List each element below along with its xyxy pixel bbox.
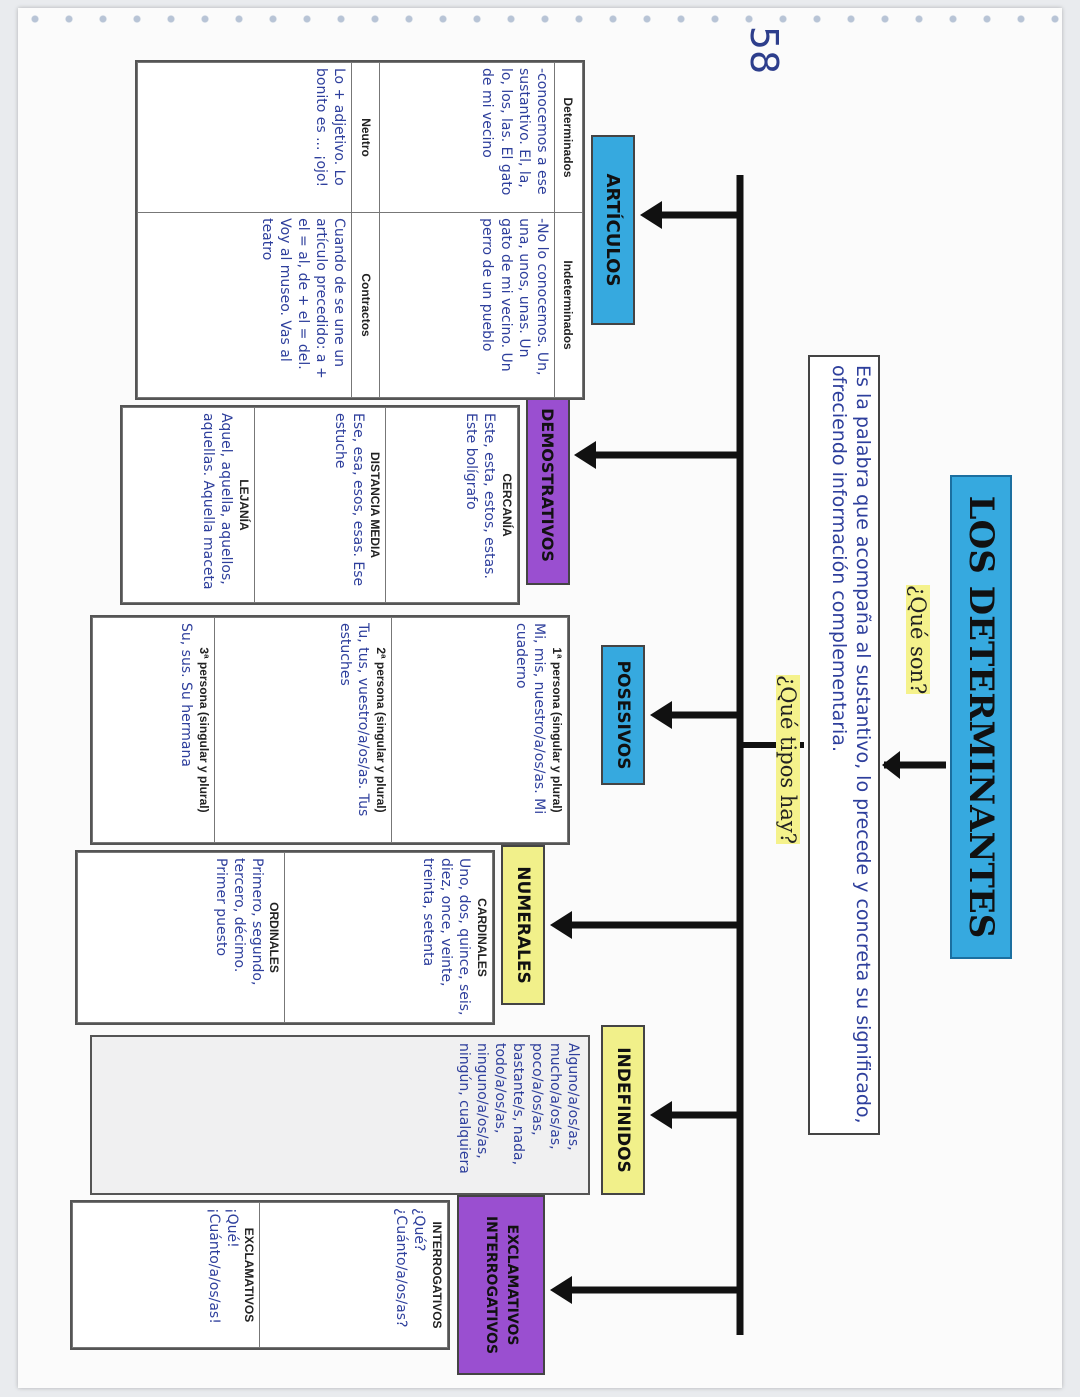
cell-determinados: -conocemos a ese sustantivo. El, la, lo,… xyxy=(379,62,555,213)
arrowhead-demostrativos xyxy=(574,441,596,469)
header-indeterminados: Indeterminados xyxy=(554,212,583,398)
exclamativos-text: ¡Qué! ¡Cuánto/a/os/as! xyxy=(205,1208,240,1324)
distancia-media-title: DISTANCIA MEDIA xyxy=(368,452,383,558)
arrowhead-title xyxy=(882,751,900,779)
interrogativos-text: ¿Qué? ¿Cuánto/a/os/as? xyxy=(393,1208,428,1328)
exclamativos-box: INTERROGATIVOS ¿Qué? ¿Cuánto/a/os/as? EX… xyxy=(70,1200,450,1350)
cercania-title: CERCANÍA xyxy=(500,473,514,537)
header-contractos: Contractos xyxy=(351,212,380,398)
category-numerales: NUMERALES xyxy=(501,845,545,1005)
category-articulos: ARTÍCULOS xyxy=(591,135,635,325)
indefinidos-box: Alguno/a/os/as, mucho/a/os/as, poco/a/os… xyxy=(90,1035,590,1195)
page-title: LOS DETERMINANTES xyxy=(950,475,1012,959)
persona2-title: 2ª persona (singular y plural) xyxy=(373,647,388,813)
indefinidos-text: Alguno/a/os/as, mucho/a/os/as, poco/a/os… xyxy=(455,1043,581,1174)
definition-box: Es la palabra que acompaña al sustantivo… xyxy=(808,355,880,1135)
cardinales-text: Uno, dos, quince, seis, diez, once, vein… xyxy=(420,858,473,1016)
arrowhead-posesivos xyxy=(650,701,672,729)
numerales-box: CARDINALES Uno, dos, quince, seis, diez,… xyxy=(75,850,495,1025)
header-determinados: Determinados xyxy=(554,62,583,213)
exclamativos-title: EXCLAMATIVOS xyxy=(242,1227,257,1323)
demostrativos-box: CERCANÍA Este, esta, estos, estas. Este … xyxy=(120,405,520,605)
arrowhead-exclamativos xyxy=(550,1276,572,1304)
arrowhead-articulos xyxy=(640,201,662,229)
interrogativos-title: INTERROGATIVOS xyxy=(430,1221,444,1329)
cell-neutro: Lo + adjetivo. Lo bonito es ... ¡ojo! xyxy=(137,62,352,213)
cercania-text: Este, esta, estos, estas. Este bolígrafo xyxy=(463,413,498,579)
ordinales-text: Primero, segundo, tercero, décimo. Prime… xyxy=(212,858,265,986)
posesivos-box: 1ª persona (singular y plural) Mi, mis, … xyxy=(90,615,570,845)
persona1-title: 1ª persona (singular y plural) xyxy=(550,647,564,813)
category-posesivos: POSESIVOS xyxy=(601,645,645,785)
question-types: ¿Qué tipos hay? xyxy=(776,675,800,844)
cell-contractos: Cuando de se une un artículo precedido: … xyxy=(137,212,352,398)
articulos-table: Determinados Indeterminados -conocemos a… xyxy=(135,60,585,400)
distancia-media-text: Ese, esa, esos, esas. Ese estuche xyxy=(331,413,366,587)
spiral-binding xyxy=(18,12,1062,26)
question-what: ¿Qué son? xyxy=(906,585,930,695)
ordinales-title: ORDINALES xyxy=(267,902,282,973)
cell-indeterminados: -No lo conocemos. Un, una, unos, unas. U… xyxy=(379,212,555,398)
persona3-text: Su, sus. Su hermana xyxy=(178,623,195,767)
connector-tree xyxy=(550,175,946,1335)
category-indefinidos: INDEFINIDOS xyxy=(601,1025,645,1195)
category-demostrativos: DEMOSTRATIVOS xyxy=(526,385,570,585)
category-interrogativos-label: INTERROGATIVOS xyxy=(483,1215,499,1355)
header-neutro: Neutro xyxy=(351,62,380,213)
category-exclamativos-interrogativos: EXCLAMATIVOS INTERROGATIVOS xyxy=(457,1195,545,1375)
persona2-text: Tu, tus, vuestro/a/os/as. Tus estuches xyxy=(336,623,371,817)
category-exclamativos-label: EXCLAMATIVOS xyxy=(504,1224,520,1346)
diagram-canvas: LOS DETERMINANTES ¿Qué son? Es la palabr… xyxy=(40,25,1040,1375)
lejania-text: Aquel, aquella, aquellos, aquellas. Aque… xyxy=(199,413,235,590)
lejania-title: LEJANÍA xyxy=(236,479,251,531)
arrowhead-numerales xyxy=(550,911,572,939)
persona1-text: Mi, mis, nuestro/a/os/as. Mi cuaderno xyxy=(513,623,548,815)
arrowhead-indefinidos xyxy=(650,1101,672,1129)
persona3-title: 3ª persona (singular y plural) xyxy=(197,647,212,813)
cardinales-title: CARDINALES xyxy=(475,898,489,977)
